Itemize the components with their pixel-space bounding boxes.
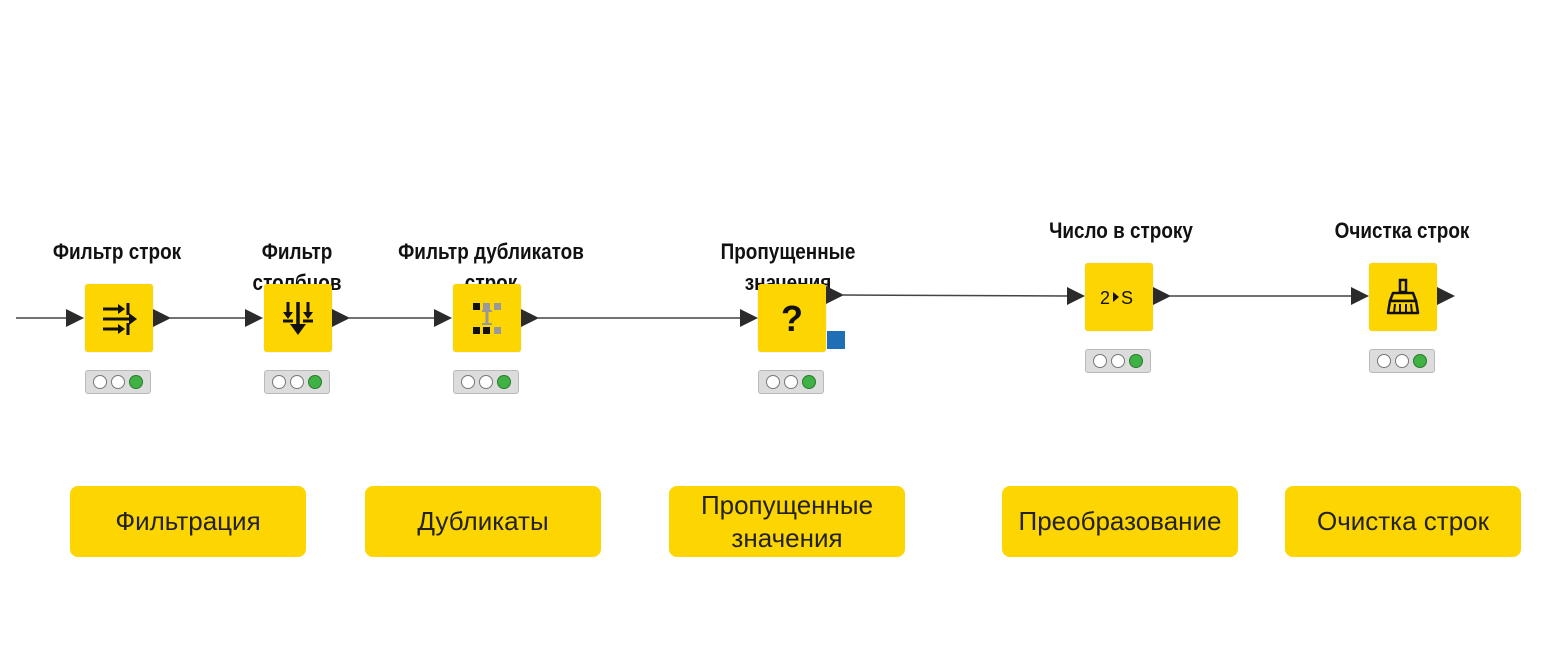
- node-out-port[interactable]: [153, 309, 171, 327]
- node-in-port[interactable]: [1067, 287, 1085, 305]
- node-in-port[interactable]: [434, 309, 452, 327]
- status-light-green: [497, 375, 511, 389]
- node-missing-value[interactable]: ?: [758, 284, 826, 352]
- node-out-port[interactable]: [521, 309, 539, 327]
- node-in-port[interactable]: [740, 309, 758, 327]
- category-conversion: Преобразование: [1002, 486, 1238, 557]
- node-status-row-filter: [85, 370, 151, 394]
- node-out-port[interactable]: [332, 309, 350, 327]
- flow-variable-port[interactable]: [827, 331, 845, 349]
- node-in-port[interactable]: [66, 309, 84, 327]
- svg-text:?: ?: [781, 298, 803, 338]
- status-light-green: [1413, 354, 1427, 368]
- status-light-green: [802, 375, 816, 389]
- row-filter-icon: [103, 303, 137, 335]
- node-status-string-cleaner: [1369, 349, 1435, 373]
- status-light-yellow: [111, 375, 125, 389]
- status-light-red: [93, 375, 107, 389]
- status-light-yellow: [479, 375, 493, 389]
- node-title-string-cleaner[interactable]: Очистка строк: [1334, 218, 1470, 243]
- status-light-yellow: [290, 375, 304, 389]
- duplicate-row-filter-icon: [473, 303, 501, 334]
- node-out-port[interactable]: [1437, 287, 1455, 305]
- string-cleaner-icon: [1386, 278, 1420, 315]
- node-string-cleaner[interactable]: [1369, 263, 1437, 331]
- status-light-green: [308, 375, 322, 389]
- status-light-green: [129, 375, 143, 389]
- status-light-red: [272, 375, 286, 389]
- node-number-to-string[interactable]: 2 S: [1085, 263, 1153, 331]
- node-title-row-filter[interactable]: Фильтр строк: [52, 239, 182, 264]
- input-port-arrow[interactable]: [66, 309, 84, 327]
- missing-value-icon: ?: [781, 298, 803, 338]
- status-light-red: [1377, 354, 1391, 368]
- node-row-filter[interactable]: [85, 284, 153, 352]
- node-title-duplicate-row-filter[interactable]: Фильтр дубликатов строк: [398, 239, 584, 295]
- category-duplicates: Дубликаты: [365, 486, 601, 557]
- status-light-green: [1129, 354, 1143, 368]
- node-status-number-to-string: [1085, 349, 1151, 373]
- node-duplicate-row-filter[interactable]: [453, 284, 521, 352]
- node-column-filter[interactable]: [264, 284, 332, 352]
- node-title-number-to-string[interactable]: Число в строку: [1049, 218, 1193, 243]
- node-status-duplicate-row-filter: [453, 370, 519, 394]
- status-light-red: [766, 375, 780, 389]
- status-light-yellow: [1111, 354, 1125, 368]
- node-status-column-filter: [264, 370, 330, 394]
- connection-4-5[interactable]: [842, 294, 1068, 297]
- status-light-red: [1093, 354, 1107, 368]
- number-to-string-icon: 2 S: [1100, 288, 1133, 308]
- category-missing-values: Пропущенные значения: [669, 486, 905, 557]
- node-status-missing-value: [758, 370, 824, 394]
- node-in-port[interactable]: [245, 309, 263, 327]
- category-string-cleaning: Очистка строк: [1285, 486, 1521, 557]
- svg-text:S: S: [1121, 288, 1133, 308]
- node-title-column-filter[interactable]: Фильтр столбцов: [252, 239, 342, 295]
- node-out-port[interactable]: [1153, 287, 1171, 305]
- status-light-yellow: [784, 375, 798, 389]
- status-light-yellow: [1395, 354, 1409, 368]
- status-light-red: [461, 375, 475, 389]
- column-filter-icon: [283, 302, 313, 335]
- category-filtering: Фильтрация: [70, 486, 306, 557]
- node-out-port[interactable]: [826, 286, 844, 304]
- node-in-port[interactable]: [1351, 287, 1369, 305]
- svg-text:2: 2: [1100, 288, 1110, 308]
